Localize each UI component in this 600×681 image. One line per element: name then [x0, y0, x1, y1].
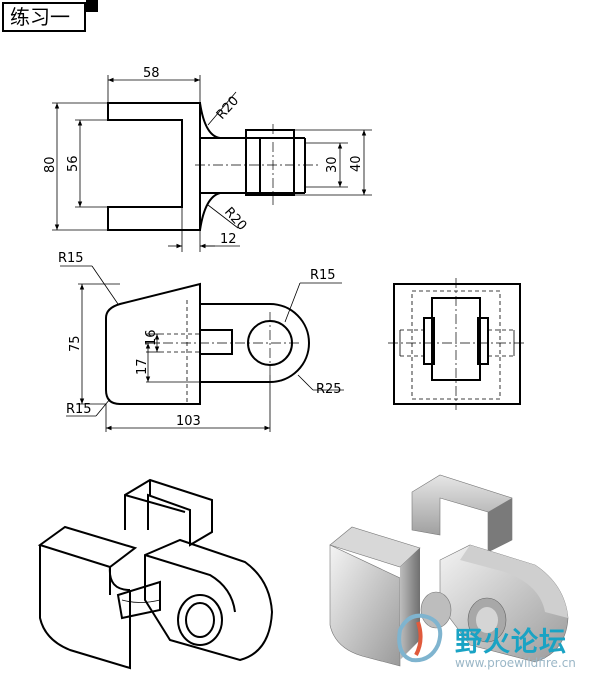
dim-16: 16	[144, 329, 159, 346]
dim-r15-top: R15	[58, 251, 84, 266]
dim-r20-upper: R20	[214, 94, 242, 123]
iso-block-front	[39, 545, 131, 670]
dim-40: 40	[349, 155, 364, 172]
dim-75: 75	[68, 335, 83, 352]
dim-80: 80	[43, 156, 58, 173]
front-view-arm-outline	[200, 303, 310, 383]
dim-r25: R25	[316, 382, 342, 397]
leader-r15-hole	[284, 282, 301, 323]
dim-56: 56	[66, 155, 81, 172]
iso-block-side	[108, 566, 131, 591]
exercise-title: 练习一	[2, 2, 86, 32]
title-corner-mark	[86, 0, 98, 12]
iso-block-top	[37, 525, 138, 569]
side-view-boss-left	[423, 317, 435, 365]
iso-pin	[177, 594, 223, 646]
watermark-text: 野火论坛	[455, 627, 567, 658]
side-view-boss-right	[477, 317, 489, 365]
dim-12: 12	[220, 232, 237, 247]
front-view-block-outline	[105, 282, 201, 405]
side-view	[388, 278, 526, 410]
dim-30: 30	[325, 156, 340, 173]
isometric-line-view	[37, 478, 274, 670]
leader-r20-lower	[207, 204, 239, 229]
iso-slot	[116, 580, 161, 620]
iso-yoke	[124, 478, 213, 547]
leader-r25	[297, 374, 314, 391]
watermark-url: www.proewildfire.cn	[455, 656, 576, 670]
top-view: 58 80 56 R20 R20 30 40 12	[43, 66, 372, 252]
dim-r15-hole: R15	[310, 268, 336, 283]
dim-103: 103	[176, 414, 201, 429]
dim-17: 17	[135, 358, 150, 375]
isometric-shaded-view	[329, 474, 569, 667]
iso-arm	[144, 538, 274, 662]
side-view-outer-square	[393, 283, 521, 405]
leader-r15-bottom	[95, 398, 111, 417]
leader-r15-top	[91, 265, 119, 305]
dim-r15-bottom: R15	[66, 402, 92, 417]
leader-r20-upper	[207, 91, 237, 126]
shaded-block-front	[329, 544, 401, 667]
watermark-logo-icon	[397, 613, 443, 663]
top-view-yoke-outline	[107, 102, 201, 231]
dim-r20-lower: R20	[221, 205, 249, 234]
front-view: R15 R15 R25 R15 75 16 17 103	[58, 251, 344, 432]
top-view-boss	[245, 129, 295, 196]
dim-58: 58	[143, 66, 160, 81]
front-view-slot	[200, 329, 233, 355]
